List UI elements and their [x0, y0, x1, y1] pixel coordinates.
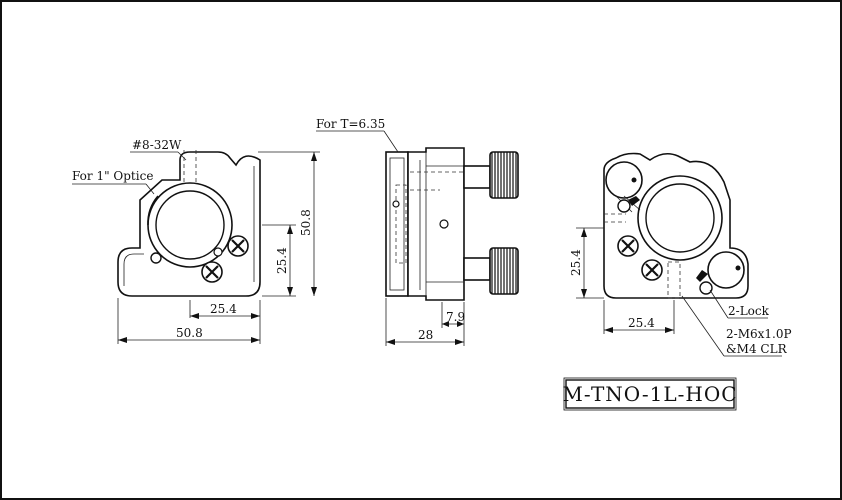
front-pin-top: [213, 247, 223, 257]
rear-mount-label-line1: 2-M6x1.0P: [726, 327, 792, 341]
rear-mount-label-line2: &M4 CLR: [726, 342, 788, 356]
rear-lock-label: 2-Lock: [728, 304, 770, 318]
rear-screw-bottom: [641, 259, 663, 281]
side-view: For T=6.35 7.9 28: [316, 117, 519, 346]
front-optic-label: For 1" Optice: [72, 169, 153, 183]
rear-optic-housing: [637, 175, 723, 261]
side-adjuster-top: [463, 151, 519, 199]
rear-optic-aperture: [645, 183, 715, 253]
front-screw-right: [227, 235, 249, 257]
front-pin-left: [150, 252, 162, 264]
side-optic-plate: [385, 151, 409, 297]
rear-view: 25.4 25.4 2-Lock 2-M6x1.0P &M4 CLR: [569, 152, 792, 357]
front-screw-bottom: [201, 261, 223, 283]
side-dim-depth: 28: [418, 328, 433, 342]
side-base-block: [407, 147, 465, 301]
rear-knob-bottom: [707, 251, 745, 289]
front-mount-inner-edge: [123, 166, 255, 286]
front-thread-label: #8-32W: [132, 138, 182, 152]
rear-dim-width: 25.4: [628, 316, 655, 330]
front-dim-half-width: 25.4: [210, 302, 237, 316]
rear-dim-height: 25.4: [569, 249, 583, 276]
front-optic-aperture: [155, 190, 225, 260]
model-number: M-TNO-1L-HOC: [562, 382, 737, 406]
rear-lock-screw-top: [617, 196, 640, 213]
front-dim-height: 50.8: [299, 209, 313, 236]
rear-screw-left: [617, 235, 639, 257]
rear-lock-screw-bottom: [696, 270, 713, 295]
rear-knob-top: [605, 161, 643, 213]
front-dim-width: 50.8: [176, 326, 203, 340]
front-view: #8-32W For 1" Optice 50.8 25.4 25.4 50.8: [72, 138, 320, 344]
title-box: M-TNO-1L-HOC: [562, 377, 737, 411]
front-dim-half-height: 25.4: [275, 247, 289, 274]
side-thickness-label: For T=6.35: [316, 117, 385, 131]
side-adjuster-bottom: [463, 247, 519, 295]
side-dim-offset: 7.9: [446, 310, 465, 324]
